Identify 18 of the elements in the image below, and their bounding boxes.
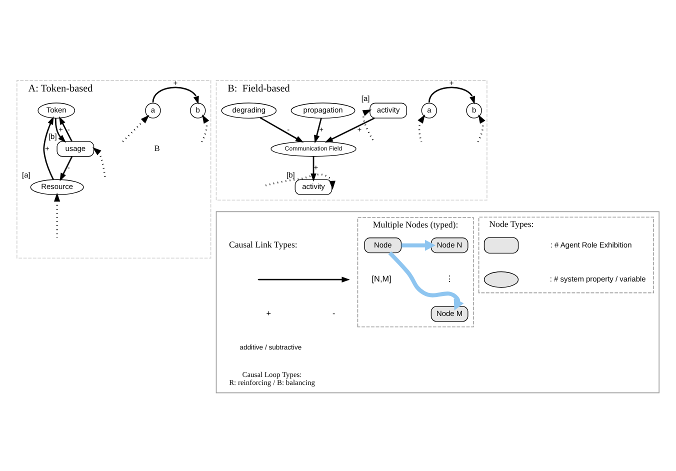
edge-label: -	[67, 124, 70, 134]
edge-label: +	[449, 78, 454, 87]
edge-label: +	[173, 78, 178, 87]
edge-label: +	[45, 143, 50, 152]
node-label: [a]	[361, 93, 370, 102]
edge-label: +	[319, 124, 324, 134]
edge-label: -	[67, 162, 70, 172]
node-label: : # system property / variable	[550, 274, 646, 283]
node-text: Causal Link Types:	[228, 239, 298, 250]
edge-label: +	[314, 162, 318, 172]
node-label: [b]	[48, 132, 57, 141]
node-text: Causal Loop Types: R: reinforcing / B: balancing	[229, 370, 315, 387]
node-label: : # Agent Role Exhibition	[550, 240, 632, 249]
edge-label: +	[357, 124, 362, 134]
node-label: [a]	[22, 170, 30, 179]
edge-label: +	[58, 124, 63, 134]
node-label: [b]	[286, 170, 295, 180]
edge-label: -	[287, 124, 290, 134]
